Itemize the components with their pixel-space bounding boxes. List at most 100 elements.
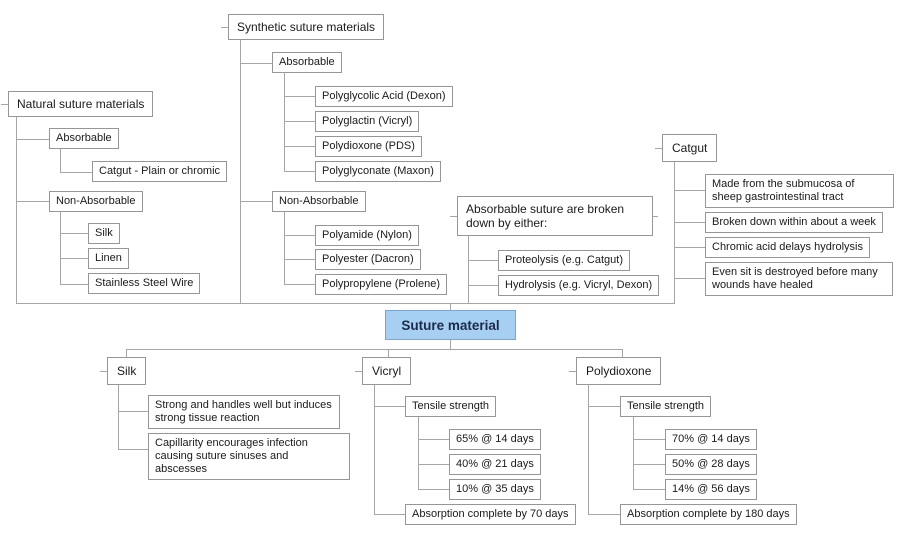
node-polydioxone: Polydioxone (576, 357, 662, 385)
connector-line (100, 371, 107, 372)
connector-line (60, 212, 61, 284)
connector-line (450, 216, 457, 217)
connector-line (633, 464, 665, 465)
connector-line (651, 216, 658, 217)
connector-line (674, 190, 705, 191)
connector-line (355, 371, 362, 372)
node-vicryl-tensile-strength: Tensile strength (405, 396, 497, 417)
connector-line (284, 171, 315, 172)
node-natural-non-absorbable: Non-Absorbable (49, 191, 143, 212)
connector-line (60, 233, 88, 234)
connector-line (674, 222, 705, 223)
connector-line (418, 464, 449, 465)
connector-line (674, 278, 705, 279)
node-vicryl-tensile-21d: 40% @ 21 days (449, 454, 541, 475)
connector-line (468, 236, 469, 303)
node-natural-absorbable: Absorbable (49, 128, 119, 149)
connector-line (60, 284, 88, 285)
connector-line (284, 284, 315, 285)
connector-line (240, 40, 241, 303)
connector-line (118, 411, 148, 412)
node-silk-capillarity: Capillarity encourages infection causing… (148, 433, 350, 480)
connector-line (674, 247, 705, 248)
node-silk-item: Silk (88, 223, 120, 244)
connector-line (569, 371, 576, 372)
node-vicryl-tensile-35d: 10% @ 35 days (449, 479, 541, 500)
connector-line (633, 416, 634, 490)
connector-line (418, 489, 449, 490)
node-polydioxone-tensile-28d: 50% @ 28 days (665, 454, 757, 475)
connector-line (418, 439, 449, 440)
node-polyglyconate: Polyglyconate (Maxon) (315, 161, 441, 182)
node-vicryl-absorption: Absorption complete by 70 days (405, 504, 576, 525)
connector-line (240, 63, 272, 64)
connector-line (450, 303, 451, 310)
node-synthetic-non-absorbable: Non-Absorbable (272, 191, 366, 212)
node-polydioxone-tensile-strength: Tensile strength (620, 396, 712, 417)
node-proteolysis: Proteolysis (e.g. Catgut) (498, 250, 630, 271)
connector-line (374, 385, 375, 514)
connector-line (284, 121, 315, 122)
connector-line (388, 349, 389, 357)
node-silk: Silk (107, 357, 147, 385)
node-polyester: Polyester (Dacron) (315, 249, 421, 270)
node-polypropylene: Polypropylene (Prolene) (315, 274, 448, 295)
node-stainless-steel-wire: Stainless Steel Wire (88, 273, 201, 294)
node-polydioxone-pds: Polydioxone (PDS) (315, 136, 422, 157)
connector-line (374, 514, 405, 515)
node-linen-item: Linen (88, 248, 129, 269)
connector-line (674, 162, 675, 303)
connector-line (622, 349, 623, 357)
node-polydioxone-absorption: Absorption complete by 180 days (620, 504, 797, 525)
node-catgut-plain-or-chromic: Catgut - Plain or chromic (92, 161, 228, 182)
connector-line (16, 201, 49, 202)
connector-line (284, 235, 315, 236)
connector-line (221, 27, 228, 28)
connector-line (284, 259, 315, 260)
node-hydrolysis: Hydrolysis (e.g. Vicryl, Dexon) (498, 275, 660, 296)
node-polyamide: Polyamide (Nylon) (315, 225, 419, 246)
node-polyglactin: Polyglactin (Vicryl) (315, 111, 420, 132)
connector-line (374, 406, 405, 407)
node-breakdown-title: Absorbable suture are broken down by eit… (457, 196, 653, 236)
connector-line (468, 285, 498, 286)
node-polydioxone-tensile-56d: 14% @ 56 days (665, 479, 757, 500)
node-synthetic-absorbable: Absorbable (272, 52, 342, 73)
connector-line (1, 104, 8, 105)
node-catgut-destroyed: Even sit is destroyed before many wounds… (705, 262, 893, 296)
connector-line (126, 349, 127, 357)
connector-line (588, 514, 620, 515)
connector-line (468, 260, 498, 261)
node-silk-strong: Strong and handles well but induces stro… (148, 395, 340, 429)
node-polydioxone-tensile-14d: 70% @ 14 days (665, 429, 757, 450)
connector-line (60, 148, 61, 172)
node-vicryl: Vicryl (362, 357, 412, 385)
node-catgut-chromic-acid: Chromic acid delays hydrolysis (705, 237, 870, 258)
connector-line (418, 416, 419, 490)
connector-line (60, 258, 88, 259)
node-catgut: Catgut (662, 134, 718, 162)
node-suture-material-root: Suture material (385, 310, 516, 340)
connector-line (633, 439, 665, 440)
connector-line (655, 148, 662, 149)
connector-line (633, 489, 665, 490)
connector-line (450, 340, 451, 349)
node-catgut-broken-down: Broken down within about a week (705, 212, 883, 233)
node-polyglycolic-acid: Polyglycolic Acid (Dexon) (315, 86, 453, 107)
connector-line (284, 96, 315, 97)
connector-line (16, 303, 675, 304)
node-catgut-made-from: Made from the submucosa of sheep gastroi… (705, 174, 894, 208)
connector-line (16, 139, 49, 140)
connector-line (284, 146, 315, 147)
node-synthetic-suture-materials: Synthetic suture materials (228, 14, 385, 40)
connector-line (118, 449, 148, 450)
connector-line (240, 201, 272, 202)
node-vicryl-tensile-14d: 65% @ 14 days (449, 429, 541, 450)
connector-line (126, 349, 623, 350)
node-natural-suture-materials: Natural suture materials (8, 91, 154, 117)
connector-line (60, 172, 92, 173)
connector-line (284, 211, 285, 284)
connector-line (16, 117, 17, 303)
connector-line (118, 385, 119, 449)
